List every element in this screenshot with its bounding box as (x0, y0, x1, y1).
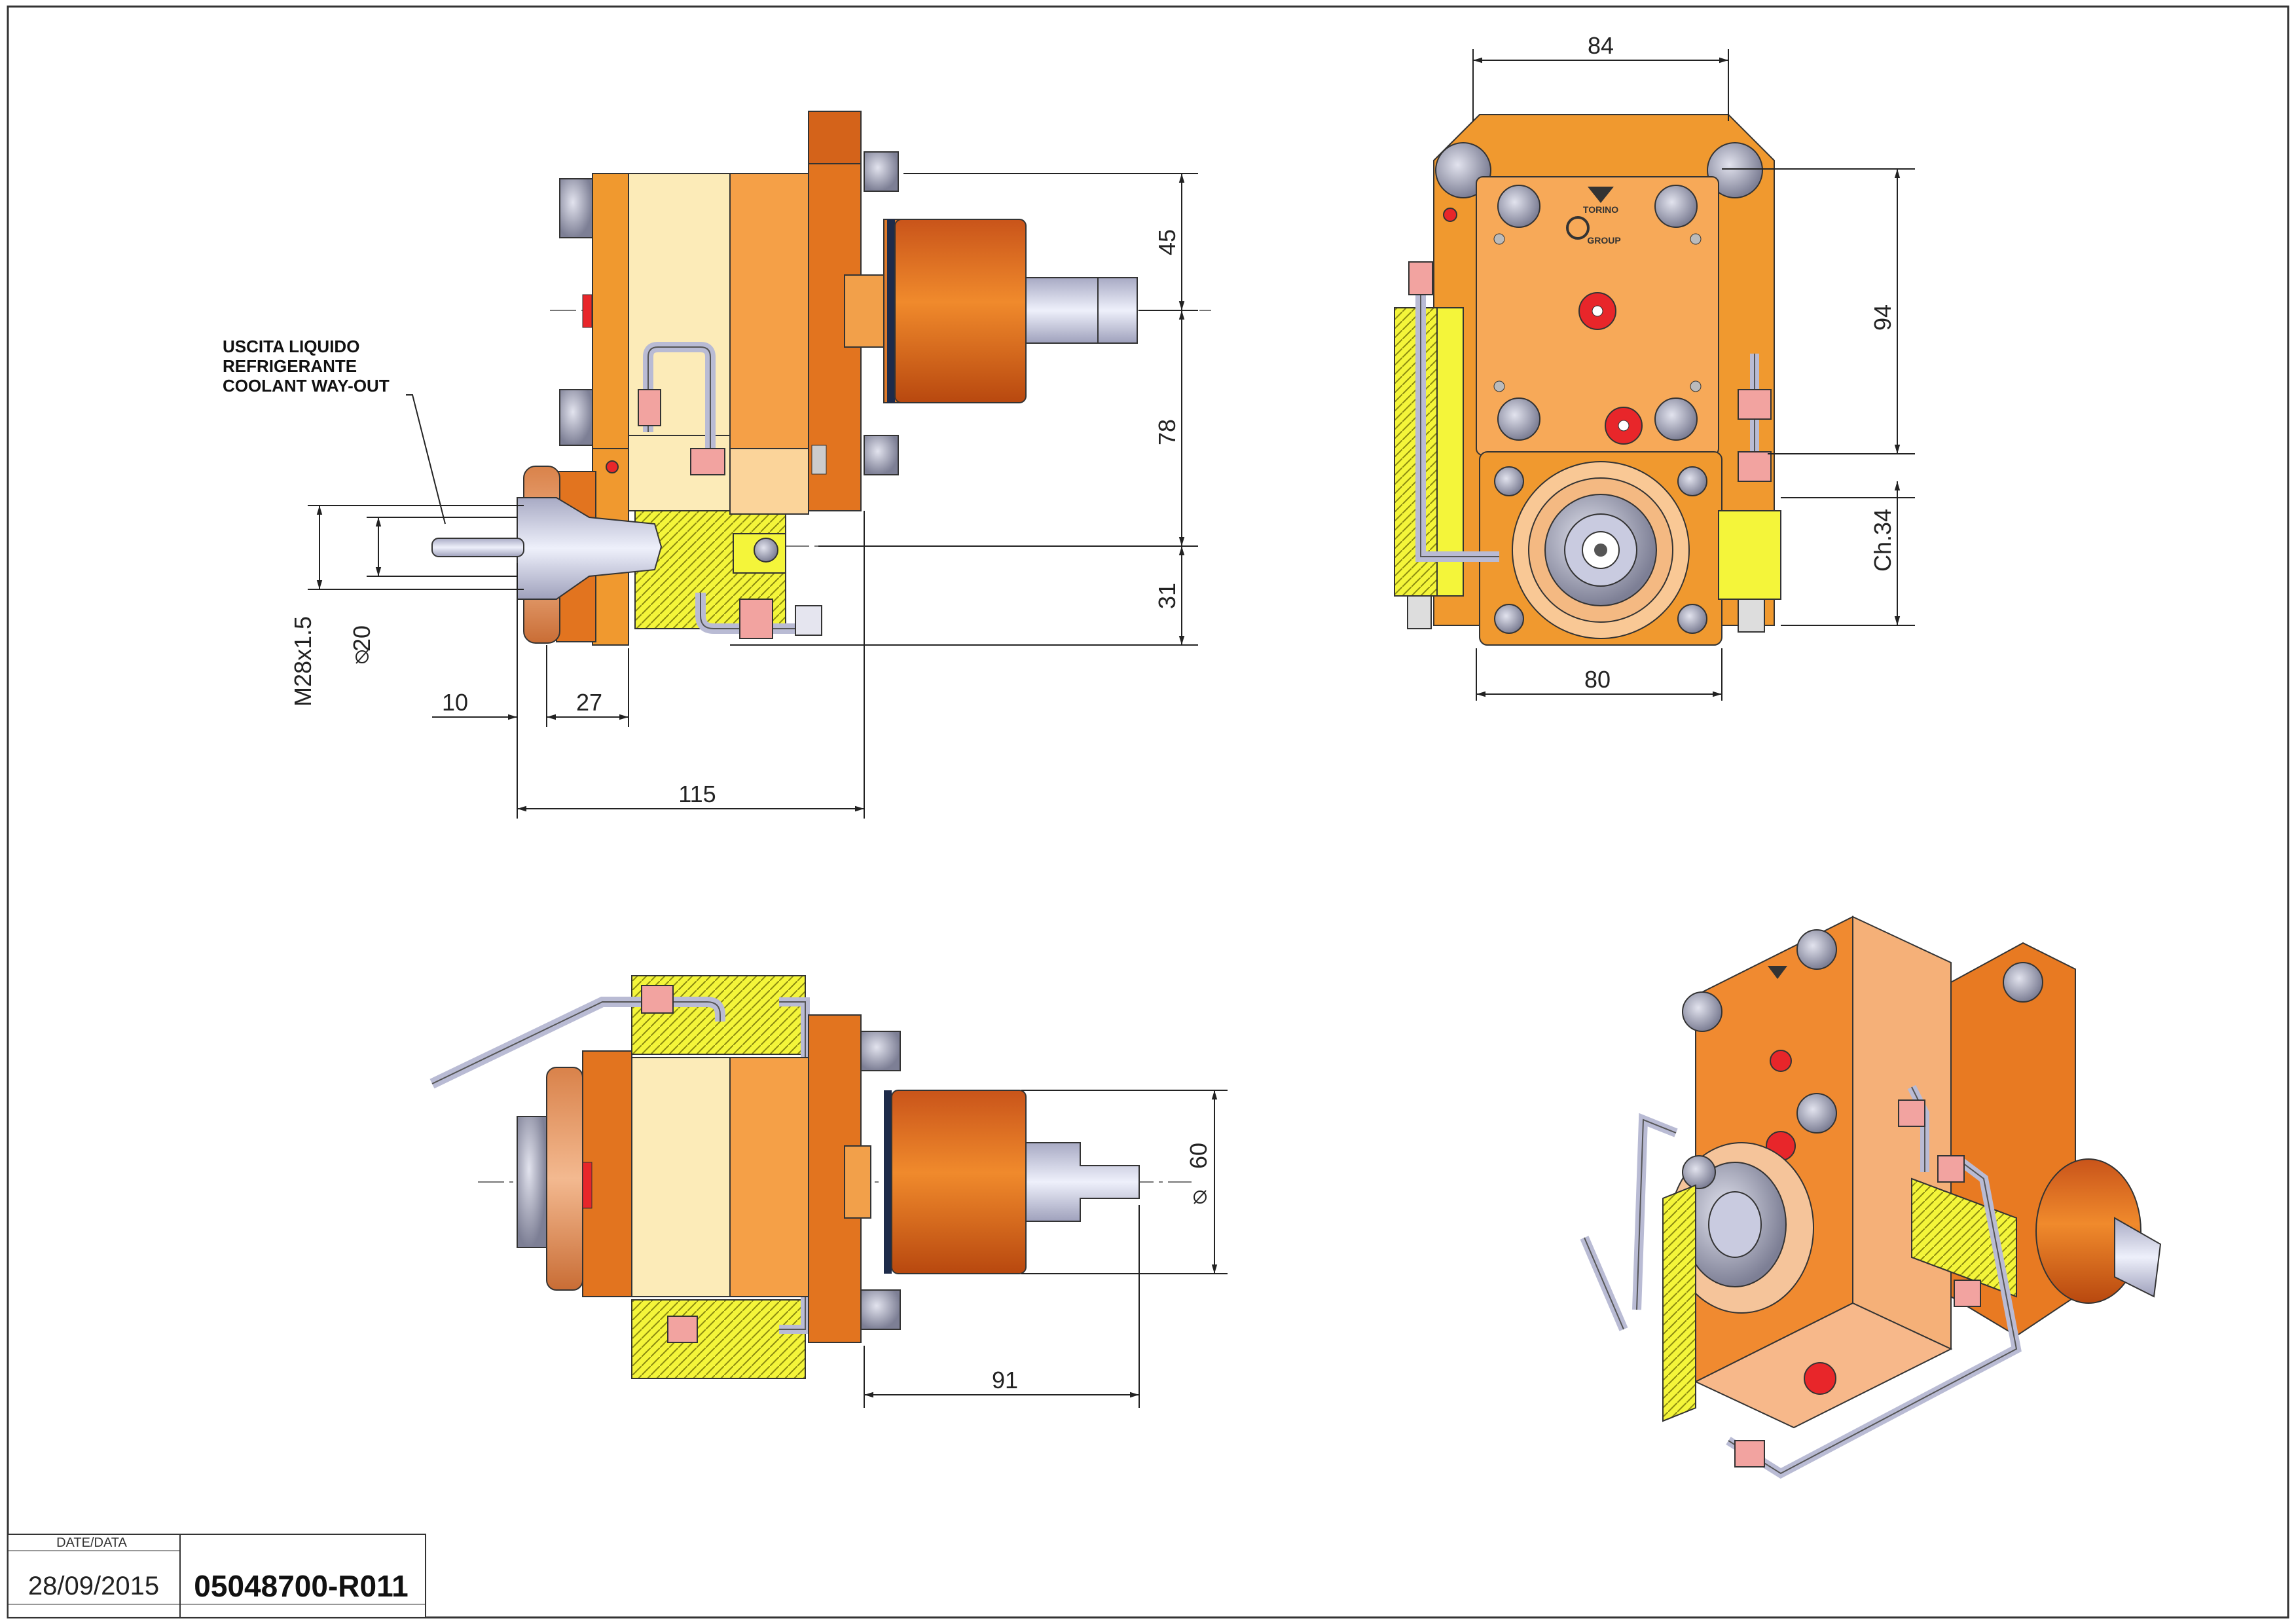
red-indicator (582, 294, 592, 328)
coolant-note-line-1: USCITA LIQUIDO (223, 337, 359, 356)
dim-80: 80 (1584, 666, 1611, 693)
date-label: DATE/DATA (56, 1536, 127, 1550)
drawing-date: 28/09/2015 (28, 1572, 159, 1600)
title-block: DATE/DATA 28/09/2015 05048700-R011 (7, 1534, 426, 1618)
dim-115: 115 (678, 781, 716, 807)
dim-78: 78 (1154, 419, 1180, 445)
svg-text:GROUP: GROUP (1587, 235, 1620, 246)
dim-84: 84 (1588, 32, 1614, 59)
red-plug-small (1443, 208, 1457, 222)
front-view: TORINO GROUP (1394, 32, 1915, 701)
coolant-note-line-3: COOLANT WAY-OUT (223, 376, 390, 396)
dim-91: 91 (992, 1367, 1018, 1393)
dim-ch34: Ch.34 (1869, 509, 1896, 572)
dim-dia60: 60 (1185, 1143, 1212, 1169)
sheet-border (7, 5, 2289, 1619)
coolant-note-line-2: REFRIGERANTE (223, 356, 357, 376)
dim-31: 31 (1154, 583, 1180, 609)
dim-dia20: 20 (348, 625, 375, 652)
side-view: USCITA LIQUIDO REFRIGERANTE COOLANT WAY-… (223, 111, 1211, 819)
dim-10: 10 (442, 689, 468, 716)
svg-text:TORINO: TORINO (1583, 204, 1618, 215)
dim-94: 94 (1869, 304, 1896, 331)
top-view: 60 91 (429, 975, 1228, 1408)
dim-27: 27 (576, 689, 602, 716)
drawing-code: 05048700-R011 (194, 1569, 408, 1603)
dim-45: 45 (1154, 229, 1180, 255)
dim-m28: M28x1.5 (289, 616, 316, 707)
isometric-view (1580, 915, 2162, 1479)
